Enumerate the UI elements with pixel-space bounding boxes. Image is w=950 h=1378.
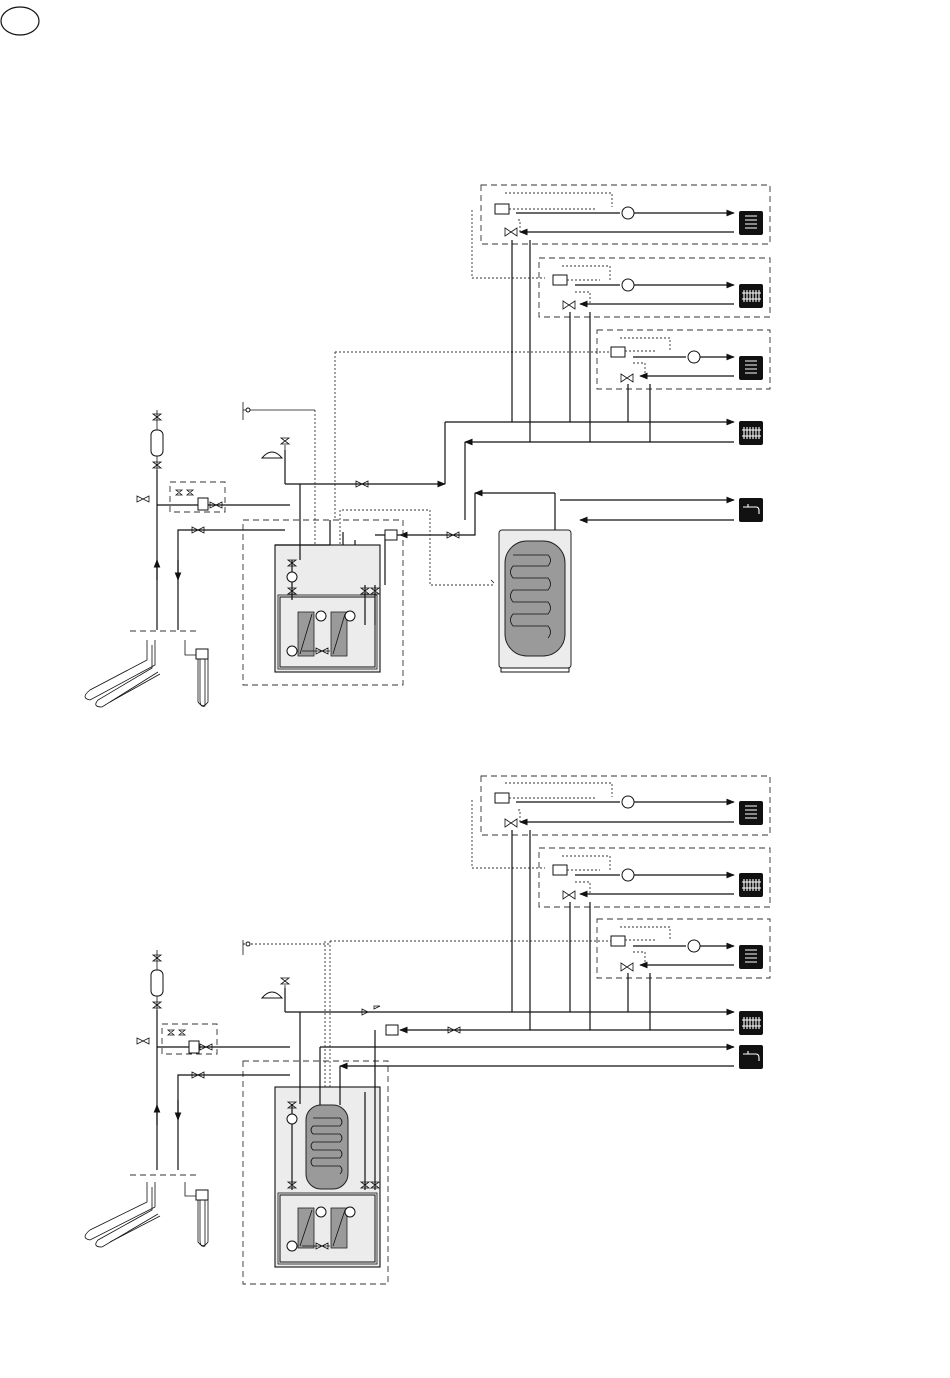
language-badge — [1, 7, 39, 35]
circulation-pump-icon — [622, 207, 634, 219]
radiator-icon — [739, 421, 763, 445]
particle-filter-icon — [198, 498, 208, 510]
floor-heating-icon — [739, 801, 763, 825]
particle-filter-icon — [189, 1041, 199, 1053]
floor-heating-icon — [739, 945, 763, 969]
heating-circuit-1 — [472, 776, 770, 868]
diagram-lower — [85, 776, 770, 1284]
expansion-vessel-icon — [262, 978, 289, 998]
circulation-pump-icon — [622, 796, 634, 808]
expansion-vessel-icon — [151, 430, 163, 456]
expansion-vessel-icon — [151, 970, 163, 996]
ground-collector-icon — [85, 640, 160, 707]
bore-hole-icon — [185, 640, 208, 706]
brine-circuit — [85, 950, 290, 1247]
diagram-upper — [85, 185, 770, 707]
heating-circuit-3 — [243, 919, 770, 978]
radiator-icon — [739, 284, 763, 308]
circulation-pump-icon — [688, 940, 700, 952]
heating-circuit-2 — [539, 258, 770, 317]
expansion-vessel-icon — [262, 438, 289, 458]
hot-water-tap-icon — [739, 498, 763, 522]
heating-circuit-2 — [539, 848, 770, 907]
circulation-pump-icon — [622, 869, 634, 881]
temperature-sensor-icon — [243, 940, 250, 955]
circulation-pump-icon — [622, 279, 634, 291]
brine-circuit — [85, 410, 290, 707]
radiator-icon — [739, 1011, 763, 1035]
floor-heating-icon — [739, 356, 763, 380]
radiator-icon — [739, 873, 763, 897]
heating-circuit-1 — [472, 185, 770, 278]
ground-collector-icon — [85, 1182, 160, 1247]
floor-heating-icon — [739, 211, 763, 235]
temperature-sensor-icon — [243, 402, 315, 420]
circulation-pump-icon — [688, 351, 700, 363]
hot-water-tap-icon — [739, 1045, 763, 1069]
heat-pump-unit — [243, 410, 403, 685]
heating-circuit-3 — [335, 330, 770, 389]
heat-pump-unit-integrated — [243, 941, 388, 1284]
bore-hole-icon — [185, 1182, 208, 1246]
